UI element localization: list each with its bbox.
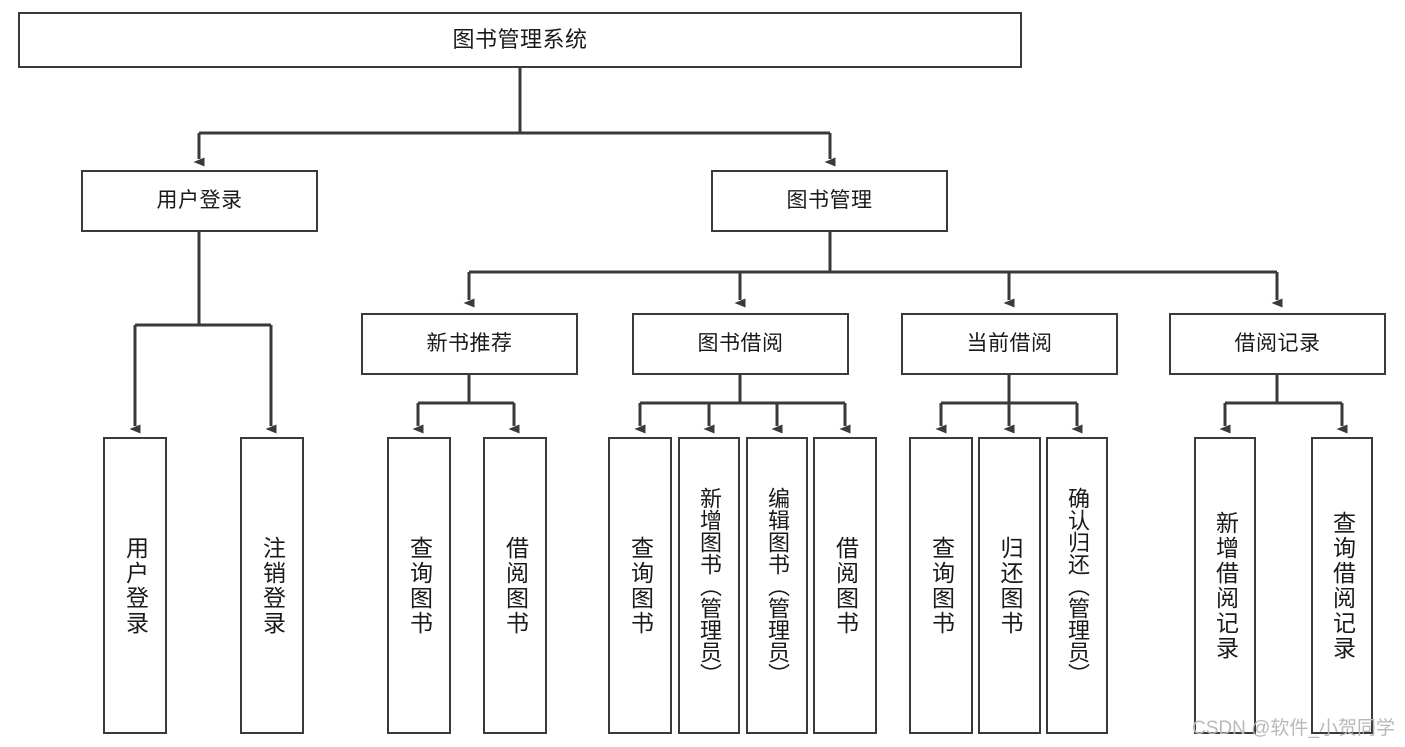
- node-label: 新增借阅记录: [1212, 510, 1239, 661]
- node-user-login[interactable]: 用户登录: [81, 170, 318, 232]
- node-label: 新书推荐: [426, 332, 513, 356]
- node-root-system[interactable]: 图书管理系统: [18, 12, 1022, 68]
- node-label: 查询图书: [627, 535, 654, 636]
- leaf-borrow-add-book-admin[interactable]: 新增图书（管理员）: [678, 437, 740, 734]
- leaf-current-query-book[interactable]: 查询图书: [909, 437, 973, 734]
- node-label: 用户登录: [122, 535, 149, 636]
- node-label: 借阅图书: [502, 535, 529, 636]
- leaf-user-logout[interactable]: 注销登录: [240, 437, 304, 734]
- node-label: 新增图书（管理员）: [697, 486, 722, 685]
- leaf-record-add-record[interactable]: 新增借阅记录: [1194, 437, 1256, 734]
- node-label: 图书管理: [786, 189, 873, 213]
- leaf-borrow-edit-book-admin[interactable]: 编辑图书（管理员）: [746, 437, 808, 734]
- leaf-record-query-record[interactable]: 查询借阅记录: [1311, 437, 1373, 734]
- leaf-user-login[interactable]: 用户登录: [103, 437, 167, 734]
- node-label: 图书管理系统: [452, 26, 588, 52]
- node-label: 查询图书: [928, 535, 955, 636]
- node-label: 用户登录: [156, 189, 243, 213]
- leaf-current-return-book[interactable]: 归还图书: [978, 437, 1041, 734]
- leaf-recommend-query-book[interactable]: 查询图书: [387, 437, 451, 734]
- node-book-management[interactable]: 图书管理: [711, 170, 948, 232]
- node-borrow-record[interactable]: 借阅记录: [1169, 313, 1386, 375]
- leaf-borrow-query-book[interactable]: 查询图书: [608, 437, 672, 734]
- node-label: 注销登录: [259, 535, 286, 636]
- node-label: 借阅记录: [1234, 332, 1321, 356]
- node-current-borrow[interactable]: 当前借阅: [901, 313, 1118, 375]
- node-label: 编辑图书（管理员）: [765, 486, 790, 685]
- node-label: 查询借阅记录: [1329, 510, 1356, 661]
- node-label: 借阅图书: [832, 535, 859, 636]
- leaf-borrow-borrow-book[interactable]: 借阅图书: [813, 437, 877, 734]
- node-label: 当前借阅: [966, 332, 1053, 356]
- node-new-book-recommend[interactable]: 新书推荐: [361, 313, 578, 375]
- leaf-current-confirm-return-admin[interactable]: 确认归还（管理员）: [1046, 437, 1108, 734]
- node-label: 归还图书: [997, 535, 1023, 636]
- node-label: 图书借阅: [697, 332, 784, 356]
- leaf-recommend-borrow-book[interactable]: 借阅图书: [483, 437, 547, 734]
- csdn-watermark: CSDN @软件_小贺同学: [1192, 718, 1395, 739]
- node-label: 查询图书: [406, 535, 433, 636]
- node-book-borrow[interactable]: 图书借阅: [632, 313, 849, 375]
- node-label: 确认归还（管理员）: [1065, 486, 1090, 685]
